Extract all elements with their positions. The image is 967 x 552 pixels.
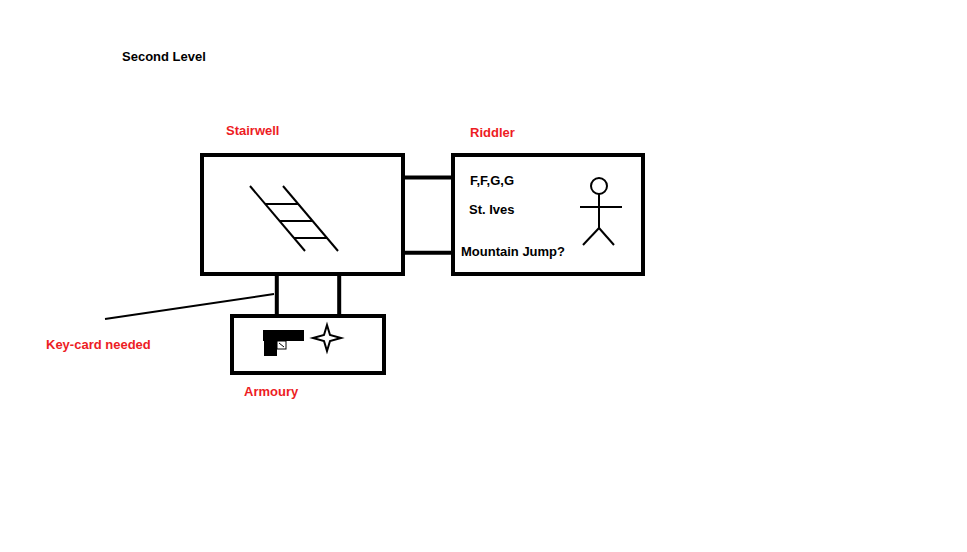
ladder-icon xyxy=(250,186,338,251)
ladder-rung xyxy=(265,203,298,205)
gun-body xyxy=(263,330,304,356)
ladder-rung xyxy=(279,220,312,222)
gun-trigger-line xyxy=(279,343,284,347)
room-name: Riddler xyxy=(470,125,515,140)
room-box: Armoury xyxy=(230,314,386,375)
figure-leg xyxy=(599,228,614,245)
page-title: Second Level xyxy=(122,49,206,64)
room-name: Armoury xyxy=(244,384,298,399)
figure-head xyxy=(591,178,607,194)
gun-trigger xyxy=(277,341,286,349)
room-box: Stairwell xyxy=(200,153,405,276)
riddle-text: St. Ives xyxy=(469,202,515,217)
figure-body xyxy=(598,194,600,228)
ladder-rung xyxy=(294,237,327,239)
ladder-rail xyxy=(250,186,305,251)
figure-arms xyxy=(580,206,622,208)
callout-label: Key-card needed xyxy=(46,337,151,352)
ladder-rail xyxy=(283,186,338,251)
corridor-connector xyxy=(405,178,451,253)
gun-icon xyxy=(263,330,304,356)
riddle-text: F,F,G,G xyxy=(470,173,514,188)
connector-group xyxy=(277,178,451,314)
stick-figure xyxy=(580,178,622,245)
figure-leg xyxy=(583,228,599,245)
corridor-connector xyxy=(277,276,339,314)
star-icon xyxy=(313,325,341,351)
room-name: Stairwell xyxy=(226,123,279,138)
room-box: RiddlerF,F,G,GSt. IvesMountain Jump? xyxy=(451,153,645,276)
riddle-text: Mountain Jump? xyxy=(461,244,565,259)
